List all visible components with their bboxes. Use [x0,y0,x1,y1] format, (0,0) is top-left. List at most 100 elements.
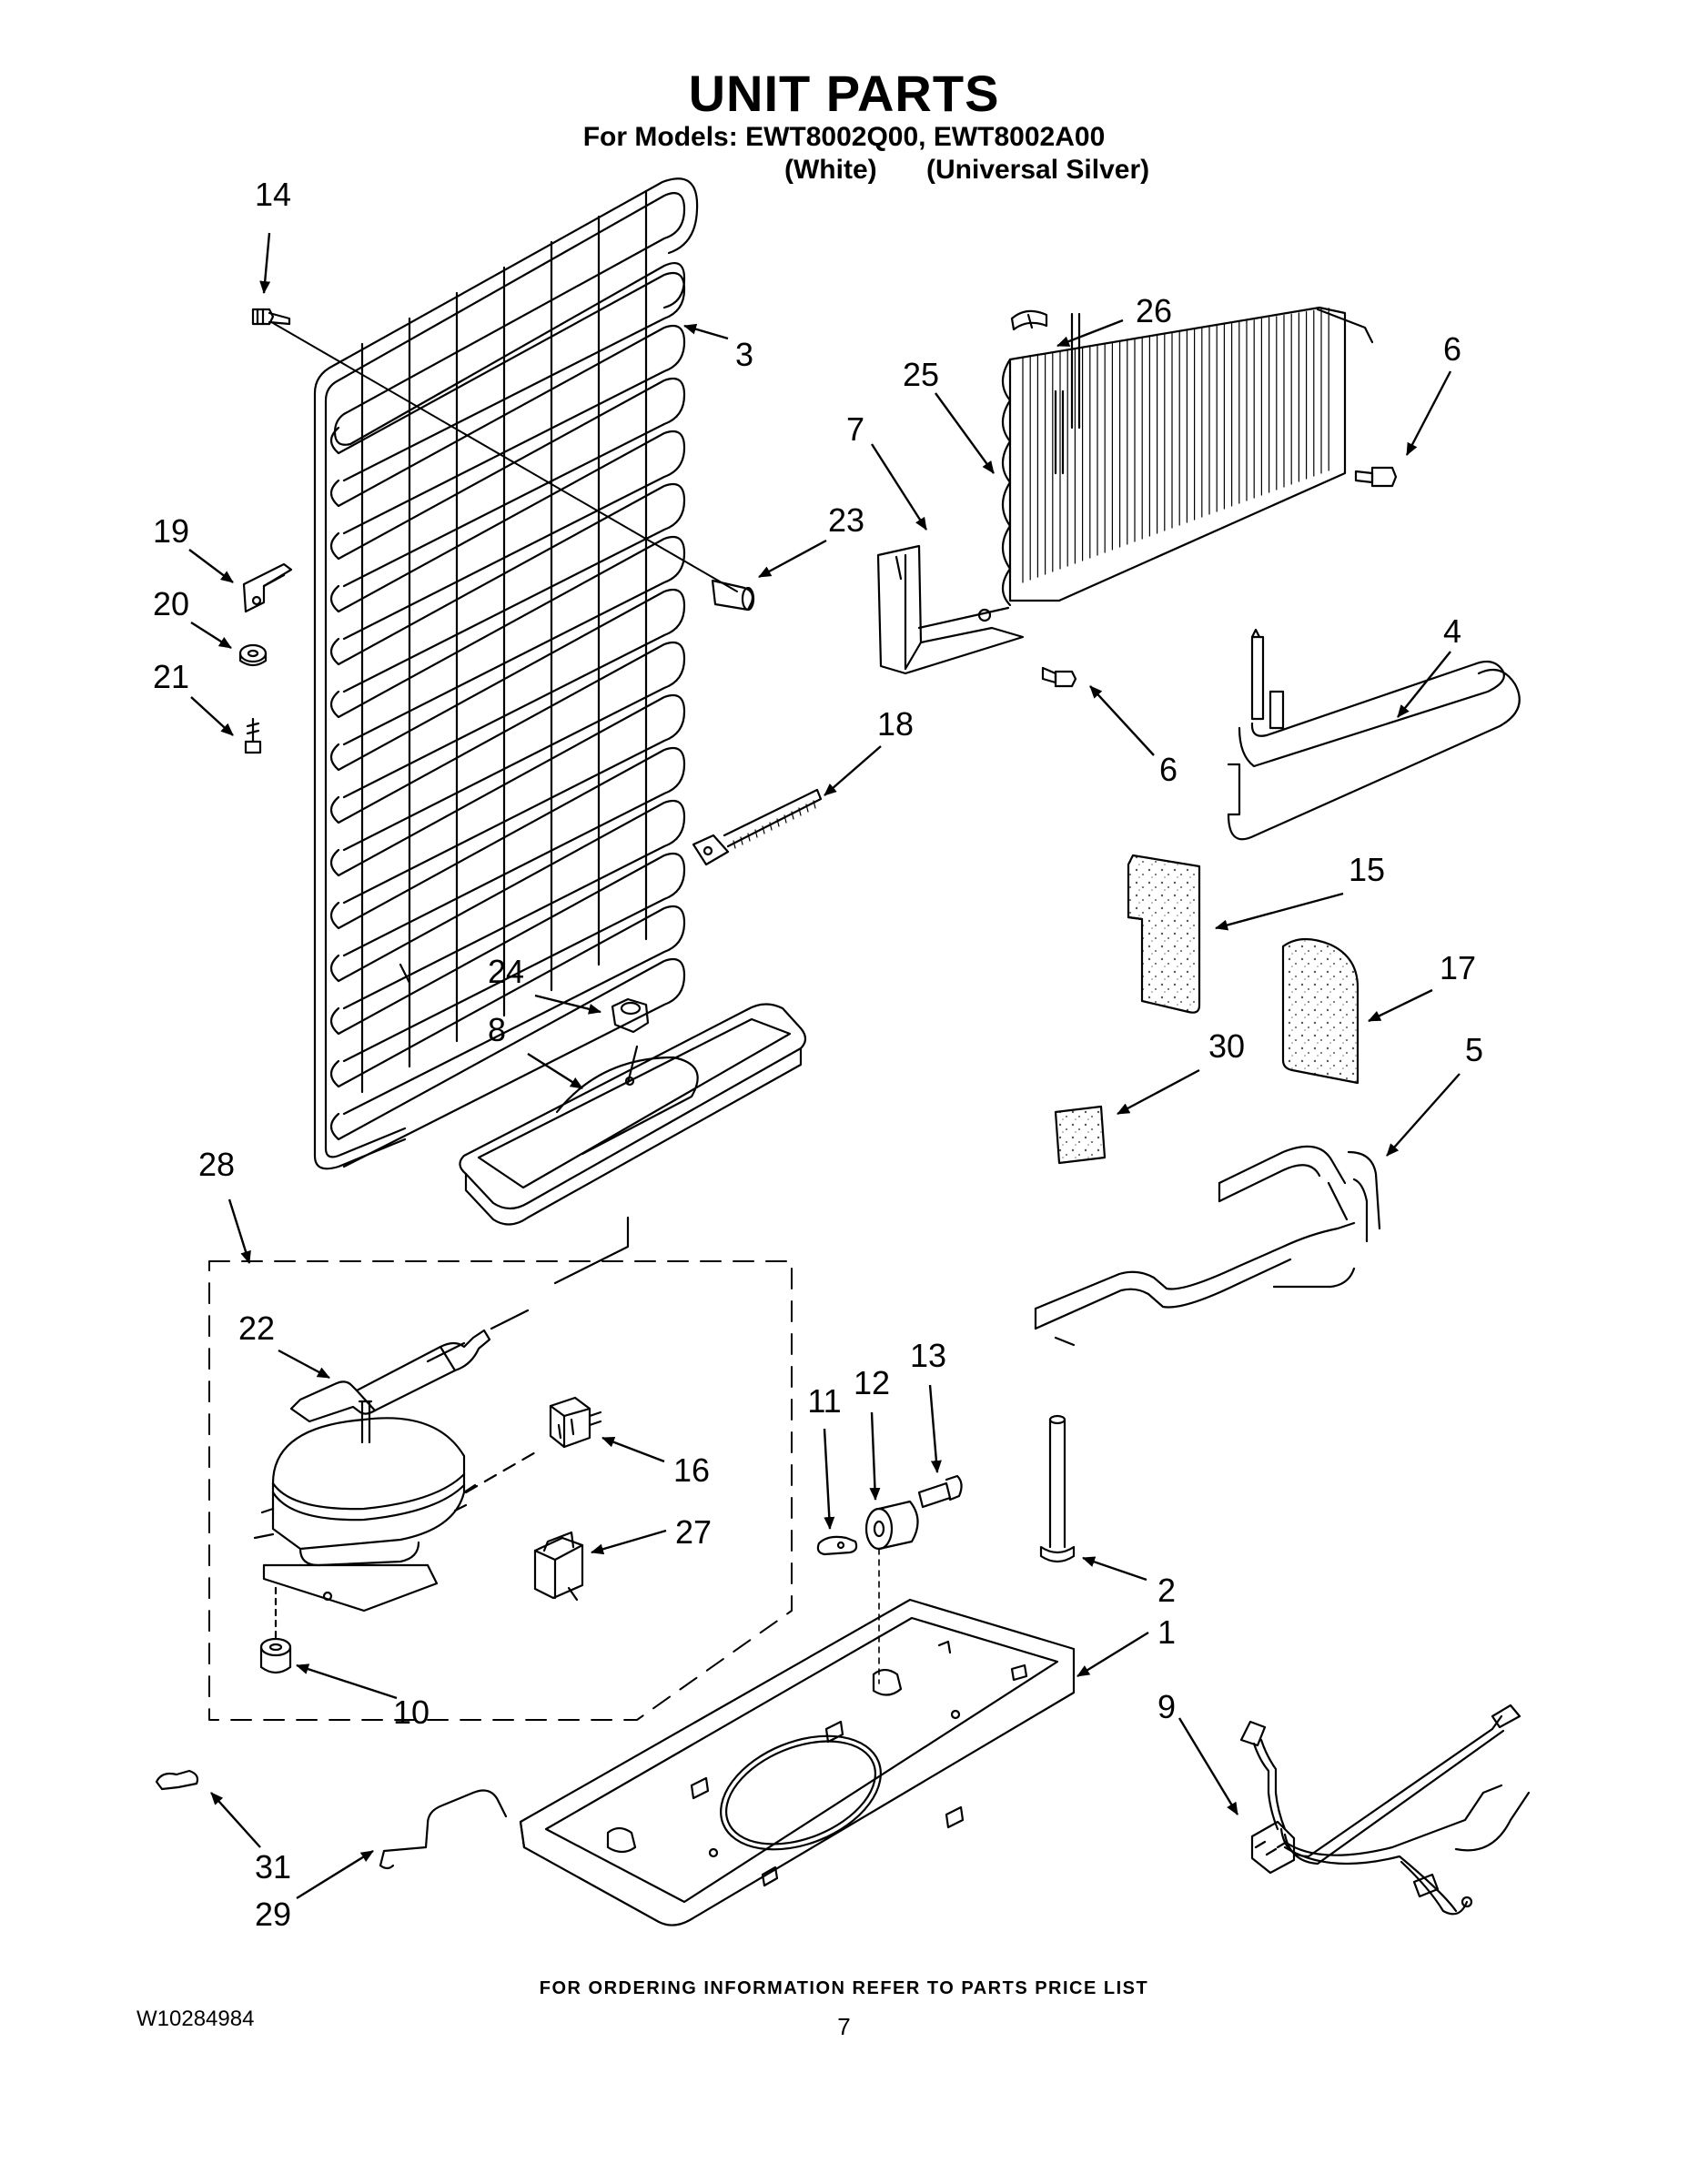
tie-tooth [791,811,794,820]
callout-17: 17 [1440,949,1476,986]
arrow-13 [928,1384,942,1473]
callout-12: 12 [854,1364,890,1401]
coil-loop [329,588,686,799]
arrow-27 [591,1529,667,1555]
tie-tooth [805,804,809,813]
coil-loop [329,957,686,1168]
tie-tooth [762,825,765,834]
tie-tooth [740,836,743,845]
callout-2: 2 [1157,1572,1176,1609]
arrow-29 [296,1849,374,1900]
arrow-15 [1215,892,1344,931]
coil-loop [329,271,686,482]
coil-loop [329,905,686,1116]
arrow-12 [869,1411,881,1501]
tie-tooth [798,807,802,816]
foam-block-15-part [1127,854,1201,1014]
arrow-16 [601,1436,665,1463]
tie-tooth [754,829,758,838]
arrow-6b [1089,685,1155,756]
callout-16: 16 [673,1451,710,1489]
arrow-6a [1405,370,1452,456]
arrow-9 [1178,1717,1239,1815]
clip-11-part [816,1535,858,1556]
screw-6a-part [1354,466,1398,488]
compressor-kit-outline [208,1260,793,1721]
coil-loop [329,852,686,1063]
callout-14: 14 [255,176,291,213]
arrow-10 [296,1663,398,1700]
callout-15: 15 [1349,851,1385,888]
tubing-5-part [1034,1145,1381,1347]
callout-4: 4 [1443,612,1461,650]
screw-21-part [244,717,262,754]
evaporator-coil [1001,306,1374,607]
callout-11: 11 [807,1382,841,1420]
coil-loop [329,746,686,957]
coil-loop [329,641,686,852]
callout-6b: 6 [1159,751,1178,788]
page-title: UNIT PARTS [688,65,1000,122]
relay-16-part [549,1396,602,1449]
compressor-part [253,1400,539,1640]
models-subtitle: For Models: EWT8002Q00, EWT8002A00 [582,122,1106,152]
coil-loop [329,535,686,746]
coil-loop [329,482,686,693]
arrow-22 [278,1349,330,1380]
bolt-13-part [917,1474,963,1509]
arrow-7 [870,443,928,531]
arrow-4 [1397,651,1451,718]
callout-19: 19 [153,512,189,550]
callout-30: 30 [1208,1027,1245,1065]
coil-loop [329,377,686,588]
tie-tooth [747,833,751,842]
bracket-19-part [242,562,293,613]
coil-loop [329,430,686,641]
arrow-23 [758,539,827,579]
coil-loop [329,799,686,1010]
clip-31-part [155,1769,199,1791]
washer-20-part [238,643,268,667]
wiring-harness-9-part [1239,1704,1531,1916]
tie-tooth [783,814,787,824]
callout-18: 18 [877,705,914,743]
clip-26-part [1010,309,1048,331]
tie-tooth [776,818,780,827]
callout-26: 26 [1136,292,1172,329]
ordering-note: FOR ORDERING INFORMATION REFER TO PARTS … [539,1978,1149,1998]
drain-bracket-7-part [876,544,1025,675]
base-plate-1-part [519,1598,1076,1926]
foam-block-17-part [1281,937,1359,1085]
defrost-heater-part [1227,628,1521,841]
callout-20: 20 [153,585,189,622]
callout-5: 5 [1465,1031,1483,1068]
tube-2-part [1039,1414,1076,1563]
arrow-19 [188,549,234,583]
page-number: 7 [837,2013,851,2040]
arrow-31 [210,1792,261,1848]
condenser-coil [313,177,699,1170]
variant-silver-label: (Universal Silver) [926,155,1150,185]
foam-pad-30-part [1054,1105,1107,1165]
callout-1: 1 [1157,1613,1176,1651]
arrow-25 [935,392,995,474]
arrow-1 [1076,1631,1149,1678]
drain-pan-8-part [426,1003,807,1363]
callout-24: 24 [488,953,524,990]
callout-13: 13 [910,1337,946,1374]
callout-25: 25 [903,356,939,393]
screw-14-part [251,308,291,326]
callout-3: 3 [735,336,753,373]
document-number: W10284984 [136,2007,255,2031]
arrow-5 [1386,1073,1461,1157]
callout-7: 7 [846,410,864,448]
callout-28: 28 [198,1146,235,1183]
arrow-21 [190,696,234,736]
pin-23-part [711,579,755,612]
grommet-12-part [864,1500,919,1684]
callout-9: 9 [1157,1688,1176,1725]
variant-white-label: (White) [784,155,877,185]
screw-6b-part [1041,666,1077,688]
arrow-28 [227,1198,251,1264]
arrow-17 [1368,988,1433,1023]
